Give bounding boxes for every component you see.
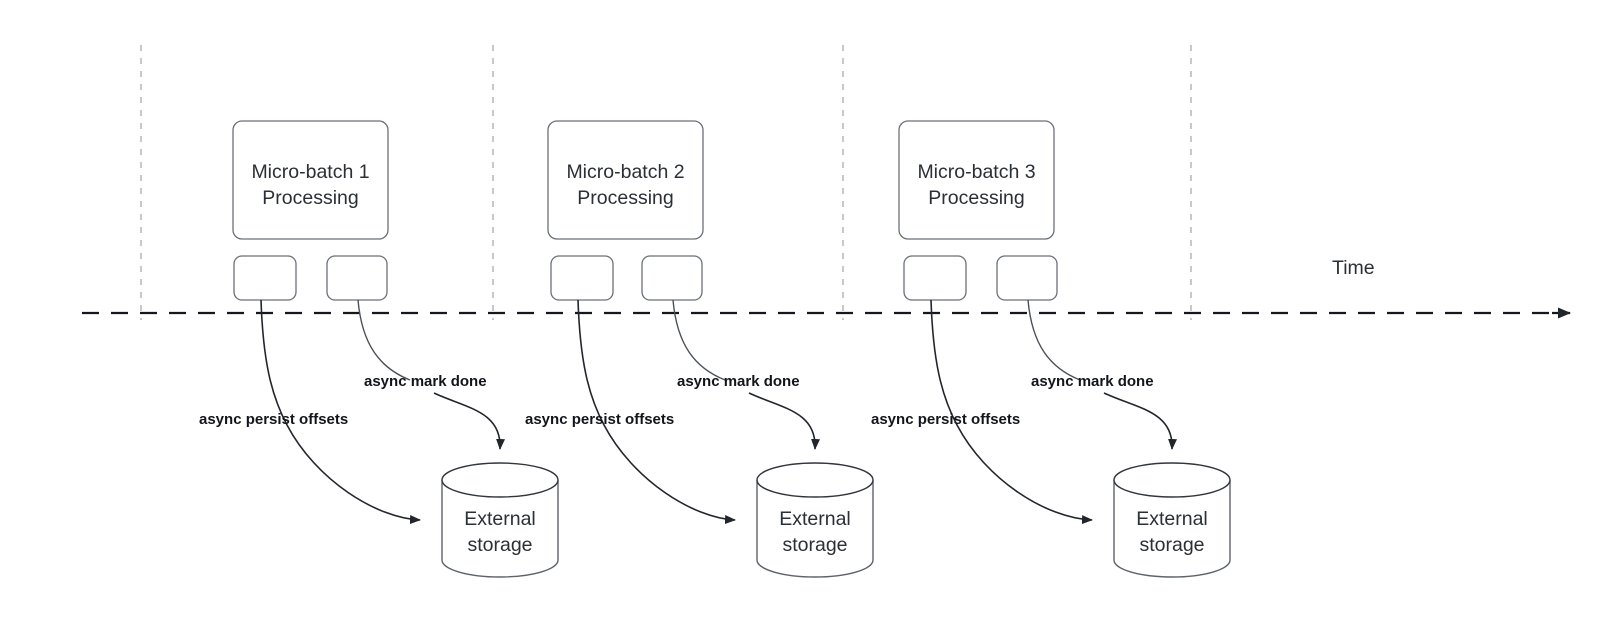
markdone-task-2[interactable] xyxy=(641,255,703,301)
mark-done-connector-2 xyxy=(672,299,726,381)
offsets-task-1[interactable] xyxy=(233,255,297,301)
time-axis-label: Time xyxy=(1332,257,1375,279)
micro-batch-box-2[interactable]: Micro-batch 2 Processing xyxy=(547,120,704,240)
micro-batch-box-1[interactable]: Micro-batch 1 Processing xyxy=(232,120,389,240)
mark-done-2: async mark done xyxy=(677,373,800,390)
storage-label-line1-3: External xyxy=(1136,508,1208,530)
micro-batch-label-line1-3: Micro-batch 3 xyxy=(917,161,1035,183)
storage-cylinder-top-1 xyxy=(441,462,559,498)
micro-batch-label-line1-2: Micro-batch 2 xyxy=(566,161,684,183)
persist-offsets-1: async persist offsets xyxy=(199,411,348,428)
micro-batch-label-line2-3: Processing xyxy=(928,187,1024,209)
micro-batch-label-line2-1: Processing xyxy=(262,187,358,209)
mark-done-connector-3 xyxy=(1027,299,1081,381)
markdone-task-3[interactable] xyxy=(996,255,1058,301)
markdone-task-1[interactable] xyxy=(326,255,388,301)
storage-label-line2-2: storage xyxy=(782,534,847,556)
mark-done-arrow-2 xyxy=(748,392,821,450)
storage-label-line1-1: External xyxy=(464,508,536,530)
storage-label-line2-1: storage xyxy=(467,534,532,556)
storage-cylinder-body-3 xyxy=(1113,480,1231,578)
mark-done-3: async mark done xyxy=(1031,373,1154,390)
micro-batch-label-line2-2: Processing xyxy=(577,187,673,209)
external-storage-1[interactable]: External storage xyxy=(441,462,559,578)
storage-cylinder-body-2 xyxy=(756,480,874,578)
persist-offsets-arrow-1 xyxy=(260,299,421,525)
storage-cylinder-top-3 xyxy=(1113,462,1231,498)
offsets-task-2[interactable] xyxy=(550,255,614,301)
persist-offsets-3: async persist offsets xyxy=(871,411,1020,428)
mark-done-connector-1 xyxy=(357,299,411,381)
micro-batch-box-shape-2 xyxy=(547,120,704,240)
offsets-task-3[interactable] xyxy=(903,255,967,301)
mark-done-arrow-3 xyxy=(1103,392,1178,450)
persist-offsets-arrow-2 xyxy=(577,299,736,525)
persist-offsets-2: async persist offsets xyxy=(525,411,674,428)
micro-batch-box-3[interactable]: Micro-batch 3 Processing xyxy=(898,120,1055,240)
storage-label-line2-3: storage xyxy=(1139,534,1204,556)
storage-cylinder-top-2 xyxy=(756,462,874,498)
micro-batch-box-shape-1 xyxy=(232,120,389,240)
mark-done-1: async mark done xyxy=(364,373,487,390)
persist-offsets-arrow-3 xyxy=(930,299,1093,525)
storage-label-line1-2: External xyxy=(779,508,851,530)
micro-batch-label-line1-1: Micro-batch 1 xyxy=(251,161,369,183)
storage-cylinder-body-1 xyxy=(441,480,559,578)
mark-done-arrow-1 xyxy=(433,392,506,450)
external-storage-2[interactable]: External storage xyxy=(756,462,874,578)
micro-batch-box-shape-3 xyxy=(898,120,1055,240)
external-storage-3[interactable]: External storage xyxy=(1113,462,1231,578)
